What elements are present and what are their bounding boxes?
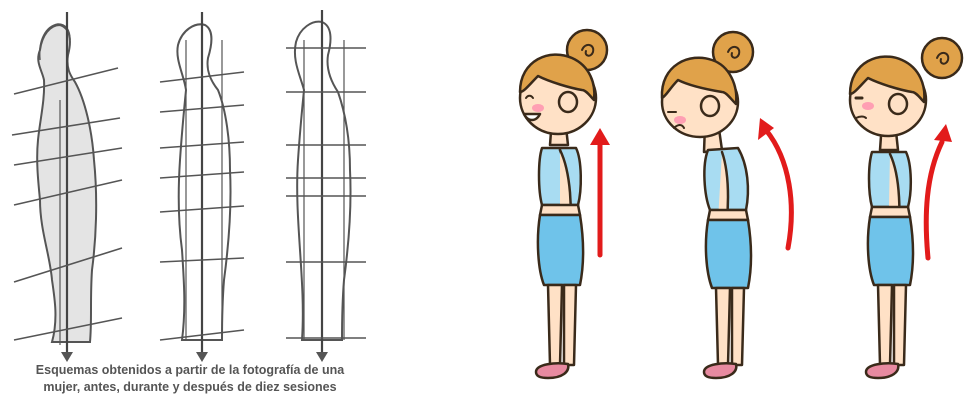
cartoon-girl-neutral [850, 38, 962, 378]
cartoon-posture-panel [490, 0, 965, 396]
caption-line-1: Esquemas obtenidos a partir de la fotogr… [0, 362, 380, 379]
figure-caption: Esquemas obtenidos a partir de la fotogr… [0, 362, 380, 396]
posture-sketch-panel [0, 0, 380, 396]
posture-sketch-before [12, 12, 122, 362]
posture-sketch-after [286, 10, 366, 362]
posture-sketch-during [160, 12, 244, 362]
caption-line-2: mujer, antes, durante y después de diez … [0, 379, 380, 396]
cartoon-girl-slouched [662, 32, 791, 378]
cartoon-girl-smiling [520, 30, 610, 378]
